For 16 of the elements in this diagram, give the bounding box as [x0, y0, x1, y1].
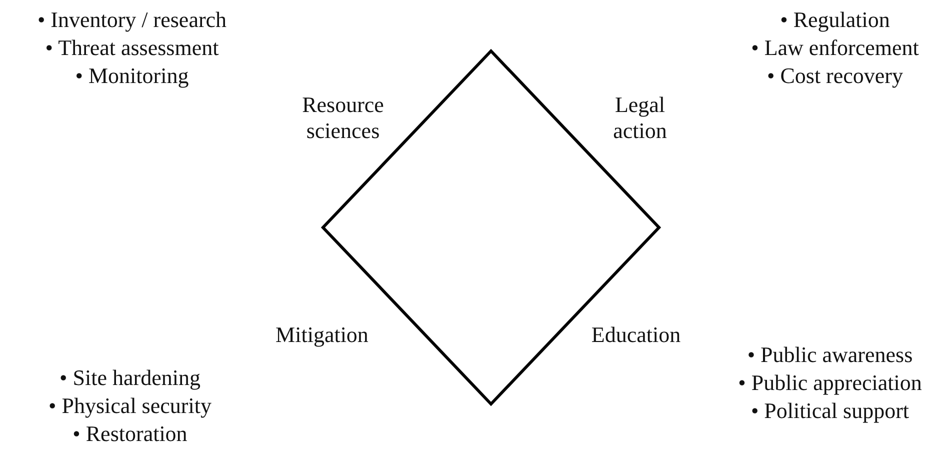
- bullet-item: • Site hardening: [60, 365, 200, 391]
- side-label: Legal action: [612, 92, 668, 144]
- bullet-item: • Cost recovery: [767, 63, 903, 89]
- side-label: Resource sciences: [301, 92, 385, 144]
- side-label: Education: [590, 322, 682, 348]
- bullet-item: • Law enforcement: [751, 35, 919, 61]
- bullet-item: • Threat assessment: [45, 35, 219, 61]
- bullet-item: • Physical security: [48, 393, 212, 419]
- bullet-item: • Restoration: [72, 421, 188, 447]
- side-label: Mitigation: [274, 322, 370, 348]
- bullet-item: • Monitoring: [75, 63, 189, 89]
- bullet-item: • Public awareness: [747, 342, 913, 368]
- bullet-item: • Public appreciation: [738, 370, 922, 396]
- bullet-item: • Inventory / research: [37, 7, 227, 33]
- bullet-item: • Regulation: [780, 7, 890, 33]
- bullet-item: • Political support: [750, 398, 910, 424]
